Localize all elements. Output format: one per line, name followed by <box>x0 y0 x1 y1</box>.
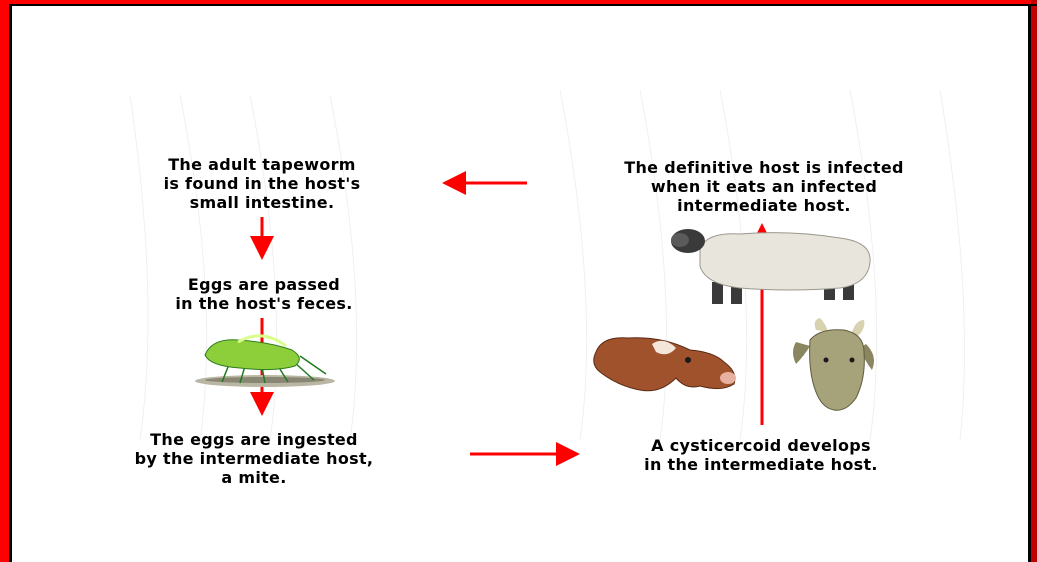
texture-line <box>639 89 668 441</box>
texture-line <box>179 94 208 441</box>
frame-border-left-inner <box>9 4 12 562</box>
texture-line <box>249 94 278 441</box>
sheep-leg <box>731 282 742 304</box>
sheep-leg <box>843 278 854 300</box>
cow-nose <box>720 372 736 384</box>
texture-line <box>849 89 878 441</box>
goat-horn <box>852 320 865 336</box>
mite-body <box>204 339 300 371</box>
step-definitive-host: The definitive host is infected when it … <box>624 158 904 215</box>
goat-eye <box>823 357 829 363</box>
sheep-face <box>671 233 689 247</box>
step-cysticercoid: A cysticercoid develops in the intermedi… <box>644 436 878 474</box>
texture-line <box>559 89 588 441</box>
texture-line <box>329 94 358 441</box>
frame-border-top-inner <box>9 4 1037 6</box>
mite-leg <box>299 355 327 375</box>
cow-eye <box>685 357 691 363</box>
frame-border-right-inner <box>1028 4 1031 562</box>
texture-line <box>129 94 149 441</box>
goat-ear <box>793 342 810 364</box>
cow-blaze <box>652 340 676 355</box>
step-eggs-ingested: The eggs are ingested by the intermediat… <box>134 430 374 487</box>
goat-head <box>809 329 865 411</box>
mite-highlight <box>237 334 287 348</box>
sheep-body <box>699 232 871 291</box>
cow-head <box>593 337 736 392</box>
goat-eye <box>849 357 855 363</box>
goat-horn <box>814 318 828 332</box>
frame-border-right <box>1031 0 1037 562</box>
sheep-leg <box>824 280 835 300</box>
sheep-leg <box>712 282 723 304</box>
texture-line <box>939 89 965 441</box>
frame-border-top <box>0 0 1037 5</box>
mite-leg <box>293 361 315 381</box>
step-adult-tapeworm: The adult tapeworm is found in the host'… <box>163 155 361 212</box>
step-eggs-passed: Eggs are passed in the host's feces. <box>175 275 353 313</box>
